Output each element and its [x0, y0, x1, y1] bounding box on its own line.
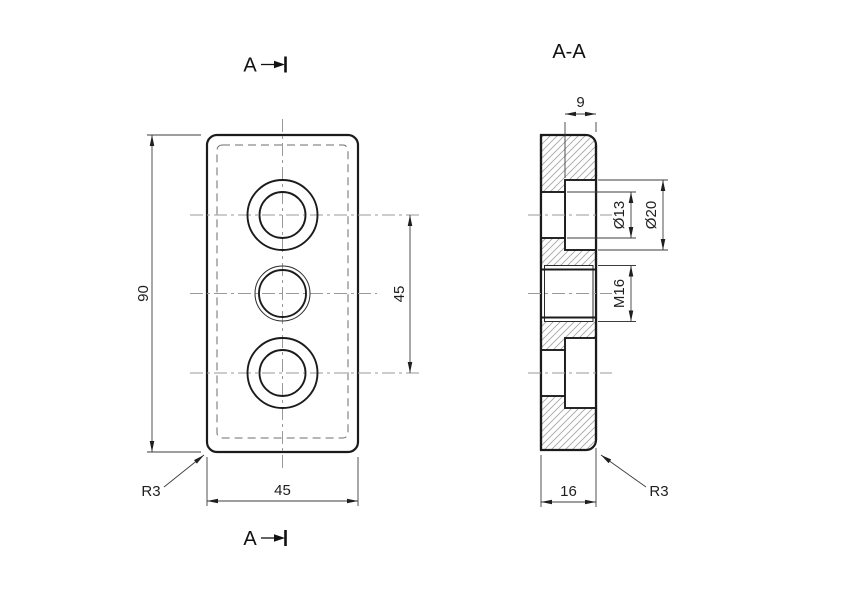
bottom-hole-circle	[258, 349, 307, 397]
dim-height-text: 90	[135, 285, 152, 302]
cutting-plane-arrow-bottom: A	[243, 528, 287, 550]
dim-hole-spacing-45: 45	[391, 215, 413, 373]
cut-arrowhead-top	[274, 60, 285, 69]
middle-thread-major-circle	[254, 265, 311, 322]
dim-width-45: 45	[206, 457, 359, 506]
dim-hole-spacing-text: 45	[391, 286, 408, 303]
section-view: A-A 9 Ø13	[528, 41, 669, 507]
front-hidden-fillet-line	[216, 144, 349, 439]
front-view: 90 45 45 R3	[135, 119, 420, 506]
dim-counterbore-depth-9: 9	[564, 94, 597, 178]
top-counterbore-circle	[246, 179, 319, 251]
dim-height-90: 90	[135, 134, 201, 453]
dim-thread-text: M16	[611, 279, 628, 308]
section-corner-radius-callout: R3	[600, 454, 669, 500]
cut-arrowhead-bottom	[274, 534, 285, 542]
dim-thread-m16: M16	[598, 265, 636, 322]
cutting-plane-arrow-top: A	[243, 55, 287, 77]
dim-thickness-text: 16	[560, 483, 577, 500]
top-hole-circle	[258, 191, 307, 239]
cut-label-bottom: A	[243, 528, 257, 550]
dim-thickness-16: 16	[540, 448, 597, 507]
dim-width-text: 45	[274, 482, 291, 499]
front-radius-text: R3	[141, 483, 160, 500]
middle-thread-minor-circle	[258, 269, 307, 318]
section-radius-text: R3	[649, 483, 668, 500]
dim-counterbore-diameter-text: Ø20	[643, 201, 660, 229]
dim-hole-diameter-13: Ø13	[567, 191, 636, 239]
dim-counterbore-diameter-20: Ø20	[598, 179, 668, 251]
dim-hole-diameter-text: Ø13	[611, 201, 628, 229]
cut-label-top: A	[243, 55, 257, 77]
section-title: A-A	[552, 41, 586, 63]
bottom-counterbore-circle	[246, 337, 319, 409]
front-corner-radius-callout: R3	[141, 454, 205, 500]
dim-counterbore-depth-text: 9	[576, 94, 584, 111]
